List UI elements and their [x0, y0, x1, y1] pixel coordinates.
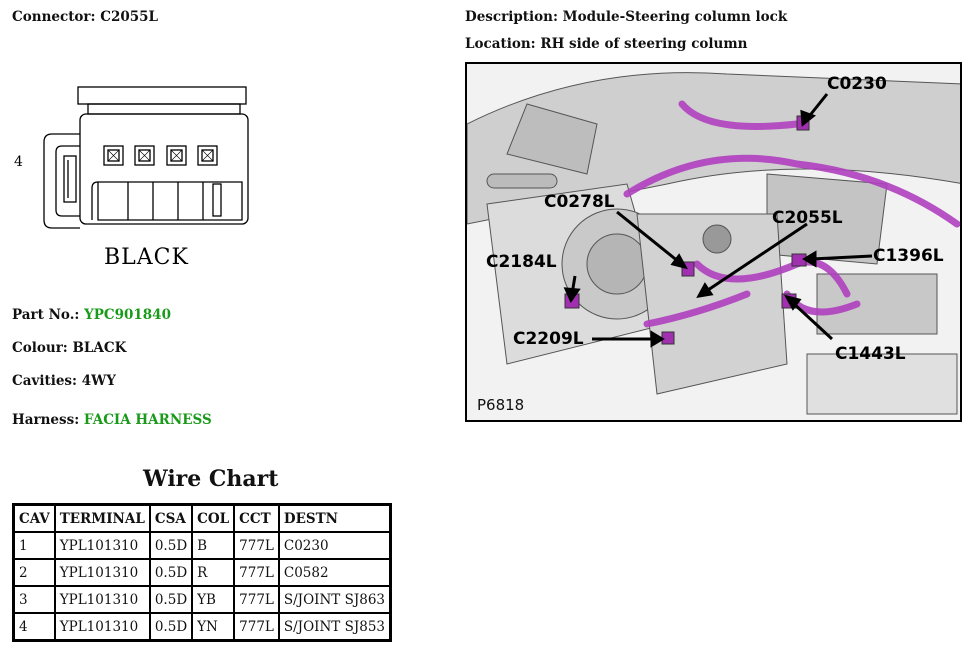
location-line: Location: RH side of steering column: [465, 36, 747, 52]
col-header-col: COL: [192, 505, 235, 532]
colour-label: Colour:: [12, 340, 68, 356]
cavity-number-label: 4: [14, 154, 23, 170]
cell-destn: S/JOINT SJ853: [278, 613, 391, 640]
cell-csa: 0.5D: [149, 532, 193, 559]
cell-col: YB: [192, 586, 235, 613]
callout-c1396l: C1396L: [873, 246, 944, 266]
cell-cav: 3: [14, 586, 55, 613]
description-value: Module-Steering column lock: [562, 9, 788, 25]
cell-cav: 2: [14, 559, 55, 586]
connector-label: Connector:: [12, 9, 96, 25]
cell-col: YN: [192, 613, 235, 640]
table-row: 4 YPL101310 0.5D YN 777L S/JOINT SJ853: [14, 613, 391, 640]
description-line: Description: Module-Steering column lock: [465, 9, 787, 25]
part-no-link[interactable]: YPC901840: [84, 307, 171, 323]
description-label: Description:: [465, 9, 558, 25]
cavities-label: Cavities:: [12, 373, 78, 389]
part-no-label: Part No.:: [12, 307, 80, 323]
cell-terminal: YPL101310: [54, 586, 150, 613]
cell-cav: 1: [14, 532, 55, 559]
part-no-line: Part No.: YPC901840: [12, 307, 171, 323]
cell-cct: 777L: [234, 559, 279, 586]
cell-destn: C0230: [278, 532, 391, 559]
callout-c1443l: C1443L: [835, 344, 906, 364]
table-row: 3 YPL101310 0.5D YB 777L S/JOINT SJ863: [14, 586, 391, 613]
harness-label: Harness:: [12, 412, 80, 428]
cell-destn: C0582: [278, 559, 391, 586]
cell-cct: 777L: [234, 613, 279, 640]
location-value: RH side of steering column: [540, 36, 748, 52]
cell-col: B: [192, 532, 235, 559]
col-header-cav: CAV: [14, 505, 55, 532]
colour-line: Colour: BLACK: [12, 340, 126, 356]
cell-cct: 777L: [234, 532, 279, 559]
wire-chart-header-row: CAV TERMINAL CSA COL CCT DESTN: [14, 505, 391, 532]
connector-value: C2055L: [100, 9, 159, 25]
connector-line: Connector: C2055L: [12, 9, 158, 25]
cavities-line: Cavities: 4WY: [12, 373, 116, 389]
cell-terminal: YPL101310: [54, 532, 150, 559]
wire-chart-table: CAV TERMINAL CSA COL CCT DESTN 1 YPL1013…: [12, 503, 393, 642]
table-row: 2 YPL101310 0.5D R 777L C0582: [14, 559, 391, 586]
colour-value: BLACK: [72, 340, 127, 356]
col-header-destn: DESTN: [278, 505, 391, 532]
cell-destn: S/JOINT SJ863: [278, 586, 391, 613]
callout-c0278l: C0278L: [544, 192, 615, 212]
wire-chart-title: Wire Chart: [143, 466, 279, 492]
cell-csa: 0.5D: [149, 586, 193, 613]
cell-cct: 777L: [234, 586, 279, 613]
connector-color-text: BLACK: [104, 245, 189, 270]
dashboard-illustration: [467, 64, 960, 420]
table-row: 1 YPL101310 0.5D B 777L C0230: [14, 532, 391, 559]
callout-c0230: C0230: [827, 74, 887, 94]
col-header-cct: CCT: [234, 505, 279, 532]
cell-terminal: YPL101310: [54, 613, 150, 640]
harness-line: Harness: FACIA HARNESS: [12, 412, 212, 428]
col-header-terminal: TERMINAL: [54, 505, 150, 532]
col-header-csa: CSA: [149, 505, 193, 532]
photo-id-label: P6818: [477, 396, 525, 414]
cell-csa: 0.5D: [149, 559, 193, 586]
callout-c2209l: C2209L: [513, 329, 584, 349]
cell-cav: 4: [14, 613, 55, 640]
connector-face-diagram: 4 BLACK: [14, 86, 249, 270]
cell-col: R: [192, 559, 235, 586]
location-label: Location:: [465, 36, 536, 52]
cell-terminal: YPL101310: [54, 559, 150, 586]
harness-link[interactable]: FACIA HARNESS: [83, 412, 212, 428]
callout-c2184l: C2184L: [486, 252, 557, 272]
cavities-value: 4WY: [81, 373, 116, 389]
cell-csa: 0.5D: [149, 613, 193, 640]
callout-c2055l: C2055L: [772, 208, 843, 228]
location-photo: C0230 C0278L C2055L C1396L C2184L C2209L…: [465, 62, 962, 422]
